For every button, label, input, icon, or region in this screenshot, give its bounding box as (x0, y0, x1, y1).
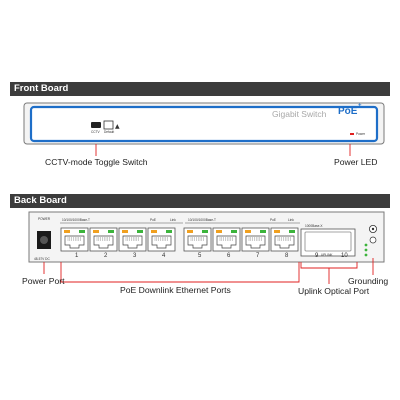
poe-led (245, 230, 251, 233)
back-power-small: POWER (38, 217, 51, 221)
ethernet-ports-group (60, 227, 299, 252)
front-power-small: Power (356, 132, 366, 136)
rj45-port (183, 227, 212, 252)
poe-led (64, 230, 70, 233)
poe-ports-bracket (60, 262, 300, 283)
front-blue-frame (29, 105, 379, 143)
sfp-label: 1000Base-X (305, 224, 323, 228)
port-number: 2 (104, 253, 108, 259)
group1-label: 10/100/1000Base-T (62, 218, 90, 222)
port-number: 7 (256, 253, 260, 259)
port-number: 8 (285, 253, 289, 259)
port-number: 6 (227, 253, 231, 259)
rj45-port (270, 227, 299, 252)
rj45-port (212, 227, 241, 252)
status-led (364, 253, 368, 257)
rj45-port (60, 227, 89, 252)
status-led (364, 248, 368, 252)
cctv-small-left: CCTV (91, 130, 100, 134)
link-led (108, 230, 114, 233)
toggle-slot (103, 120, 114, 130)
label-grounding: Grounding (348, 276, 389, 286)
poe-led (151, 230, 157, 233)
poe-logo-sup: + (358, 103, 362, 109)
brand-text: Gigabit Switch (272, 109, 327, 119)
svg-text:▲: ▲ (115, 123, 120, 130)
poe-logo-text: PoE (338, 106, 358, 117)
label-cctv-toggle: CCTV-mode Toggle Switch (45, 157, 148, 167)
rj45-port (89, 227, 118, 252)
link-led (79, 230, 85, 233)
port-number: 3 (133, 253, 137, 259)
poe-led (187, 230, 193, 233)
label-poe-ports: PoE Downlink Ethernet Ports (120, 285, 231, 295)
sfp-slot (304, 231, 352, 252)
link-led (289, 230, 295, 233)
poe-small-1: PoE (150, 218, 157, 222)
sfp-number: 10 (341, 253, 348, 259)
link-led (137, 230, 143, 233)
back-board-header: Back Board (10, 194, 390, 208)
group2-label: 10/100/1000Base-T (188, 218, 216, 222)
link-led (166, 230, 172, 233)
status-led (364, 243, 368, 247)
uplink-bracket (300, 262, 358, 269)
port-number: 5 (198, 253, 202, 259)
rj45-port (241, 227, 270, 252)
rj45-port (147, 227, 176, 252)
power-jack-hole (40, 236, 48, 244)
port-number: 4 (162, 253, 166, 259)
dc-small: 48-57V DC (34, 257, 50, 261)
label-power-led: Power LED (334, 157, 378, 167)
poe-led (274, 230, 280, 233)
front-board-header: Front Board (10, 82, 390, 96)
cctv-small-right: Default (104, 130, 115, 134)
poe-small-2: PoE (270, 218, 277, 222)
rj45-port (118, 227, 147, 252)
poe-led (93, 230, 99, 233)
uplink-small: UPLINK (321, 253, 333, 257)
link-led (260, 230, 266, 233)
cctv-toggle-switch (91, 122, 101, 128)
label-uplink-port: Uplink Optical Port (298, 286, 370, 296)
poe-led (122, 230, 128, 233)
link-small-2: Link (288, 218, 294, 222)
power-led (350, 133, 354, 135)
sfp-number: 9 (315, 253, 319, 259)
label-power-port: Power Port (22, 276, 65, 286)
port-number: 1 (75, 253, 79, 259)
link-small-1: Link (170, 218, 176, 222)
poe-led (216, 230, 222, 233)
link-led (231, 230, 237, 233)
link-led (202, 230, 208, 233)
